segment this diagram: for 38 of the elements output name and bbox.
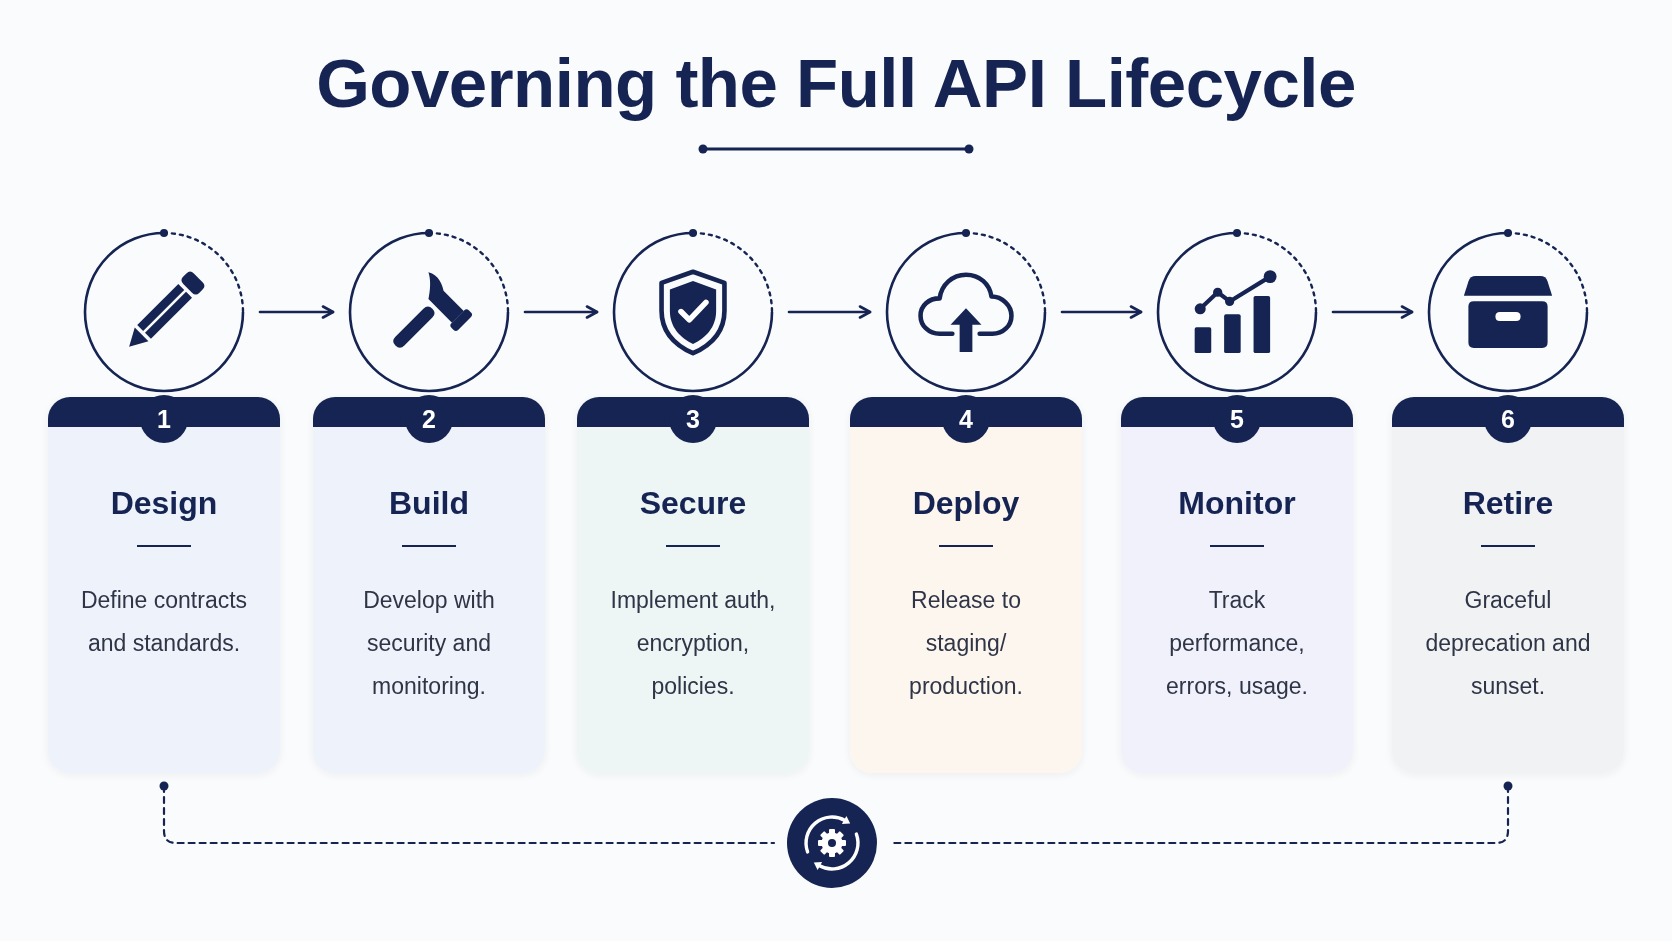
step-description: Develop with security and monitoring. bbox=[362, 586, 496, 701]
step-card bbox=[48, 397, 280, 773]
icon-circle bbox=[610, 229, 776, 395]
step-card bbox=[577, 397, 809, 773]
title: Governing the Full API Lifecycle bbox=[316, 44, 1356, 124]
step-description: Release to staging/ production. bbox=[908, 586, 1024, 701]
arrow bbox=[258, 305, 335, 319]
step-number: 3 bbox=[669, 395, 717, 443]
step-title: Build bbox=[389, 484, 469, 523]
step-number: 2 bbox=[405, 395, 453, 443]
icon-circle bbox=[346, 229, 512, 395]
step-title: Monitor bbox=[1178, 484, 1296, 523]
arrow bbox=[1060, 305, 1143, 319]
step-description: Implement auth, encryption, policies. bbox=[609, 586, 777, 701]
step-description: Define contracts and standards. bbox=[79, 586, 249, 658]
icon-circle bbox=[1425, 229, 1591, 395]
step-number: 5 bbox=[1213, 395, 1261, 443]
arrow bbox=[787, 305, 872, 319]
step-card bbox=[1121, 397, 1353, 773]
step-card bbox=[850, 397, 1082, 773]
step-number: 1 bbox=[140, 395, 188, 443]
arrow bbox=[1331, 305, 1414, 319]
step-title: Design bbox=[110, 484, 218, 523]
icon-circle bbox=[81, 229, 247, 395]
icon-circle bbox=[883, 229, 1049, 395]
step-number: 4 bbox=[942, 395, 990, 443]
icon-circle bbox=[1154, 229, 1320, 395]
arrow bbox=[523, 305, 599, 319]
step-title: Secure bbox=[639, 484, 747, 523]
step-number: 6 bbox=[1484, 395, 1532, 443]
step-description: Graceful deprecation and sunset. bbox=[1424, 586, 1592, 701]
step-card bbox=[313, 397, 545, 773]
step-description: Track performance, errors, usage. bbox=[1165, 586, 1309, 701]
step-title: Deploy bbox=[912, 484, 1020, 523]
step-title: Retire bbox=[1462, 484, 1554, 523]
gear-cycle-icon bbox=[787, 798, 877, 888]
dashed-connector-line bbox=[159, 781, 776, 845]
step-card bbox=[1392, 397, 1624, 773]
